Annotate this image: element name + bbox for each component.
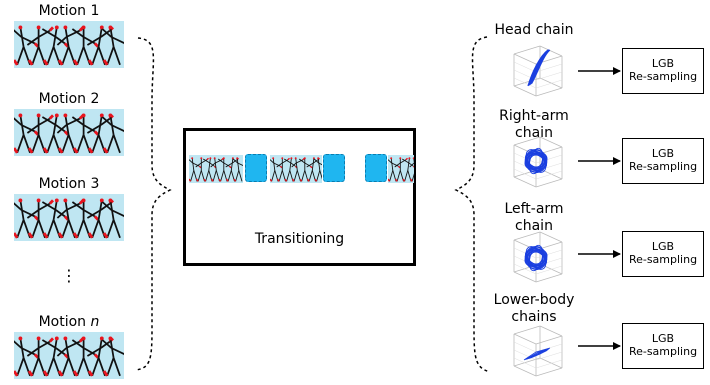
stick-figure — [394, 157, 408, 182]
stick-figure — [11, 113, 39, 154]
head-chain-label: Head chain — [494, 22, 574, 38]
left-brace — [135, 37, 172, 371]
cube-frame — [513, 325, 563, 377]
motion-1-label: Motion 1 — [38, 3, 100, 19]
stick-figure — [41, 198, 69, 239]
stick-figure — [298, 157, 313, 182]
trajectory — [523, 347, 551, 361]
motion-2-label: Motion 2 — [38, 91, 100, 107]
motion-1-strip — [11, 21, 129, 68]
stick-figure — [11, 25, 39, 66]
transition-sequence — [186, 152, 414, 184]
left-arm-chain-plot — [506, 228, 568, 286]
trajectory-cube — [513, 231, 563, 283]
stick-figure — [41, 336, 69, 377]
motion-3-label: Motion 3 — [38, 176, 100, 192]
motion-segment-2 — [268, 155, 328, 183]
stick-figure — [225, 157, 239, 182]
transitioning-panel: Transitioning — [183, 128, 416, 266]
right-arm-chain-plot — [506, 133, 568, 191]
motion-n-strip — [11, 332, 129, 379]
stick-figure — [86, 25, 114, 66]
vertical-ellipsis: ⋮ — [61, 266, 77, 285]
trajectory — [524, 244, 548, 272]
motion-segment-1 — [187, 155, 247, 183]
stick-figure — [101, 198, 129, 239]
trajectory — [524, 147, 548, 175]
head-chain-plot — [506, 42, 568, 100]
stick-figure — [268, 157, 283, 182]
motion-segment-3 — [388, 155, 414, 183]
motion-3-strip — [11, 194, 129, 241]
stick-figures — [11, 336, 129, 377]
motion-n-label: Motion n — [38, 314, 100, 330]
stick-figures — [11, 113, 129, 154]
trajectory-cube — [513, 325, 563, 377]
stick-figures — [11, 198, 129, 239]
stick-figure — [86, 198, 114, 239]
stick-figures-small — [268, 157, 328, 182]
transition-gap-1 — [245, 154, 267, 182]
trajectory-cube — [513, 136, 563, 188]
transition-gap-3 — [365, 154, 387, 182]
lower-body-chains-plot — [506, 322, 568, 380]
stick-figures-small — [388, 157, 414, 182]
motion-2-strip — [11, 109, 129, 156]
stick-figure — [409, 157, 414, 182]
transitioning-label: Transitioning — [254, 231, 345, 247]
stick-figures-small — [187, 157, 247, 182]
stick-figures — [11, 25, 129, 66]
transition-gap-2 — [323, 154, 345, 182]
right-brace — [454, 36, 491, 373]
stick-figure — [41, 113, 69, 154]
trajectory — [527, 49, 551, 87]
trajectory-cube — [513, 45, 563, 97]
stick-figure — [11, 198, 39, 239]
